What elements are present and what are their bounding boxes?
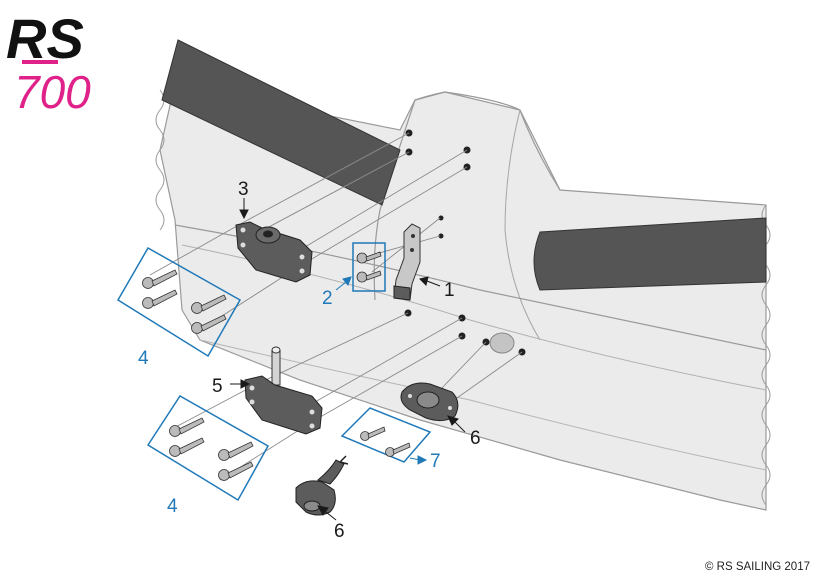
logo-model-text: 700 [14,66,91,118]
deck-edge [373,99,416,301]
callout-part-2: 2 [322,288,333,309]
hull-body [159,69,767,511]
screw-set-4-lower-box [146,394,270,502]
callout-part-5: 5 [212,376,223,397]
callout-arrows-blue [335,276,428,465]
callout-part-4-lower: 4 [167,496,178,517]
wing-rail-right [533,217,767,291]
bent-strap-fitting [393,223,421,301]
drain-bung-housing [400,382,459,422]
deck-ridge [414,91,561,191]
logo-rs-text: RS [6,7,84,70]
screw-set-4-lower [146,394,270,502]
break-line-left [155,89,165,231]
callout-arrows [230,198,466,521]
callout-part-4-upper: 4 [138,348,149,369]
callout-part-6-plug: 6 [334,521,345,542]
upper-block-bracket [235,221,313,283]
callout-part-1: 1 [444,280,455,301]
screw-set-2 [352,242,386,292]
callout-part-3: 3 [238,179,249,200]
copyright-notice: © RS SAILING 2017 [705,561,810,573]
screw-set-7 [340,407,432,463]
hull-lower-line [199,339,767,471]
callout-part-6-housing: 6 [470,428,481,449]
deck-inner-line [504,109,541,341]
wing-rail-left [161,39,401,206]
drain-bung-plug [295,455,349,516]
rs700-logo: RS 700 [6,7,91,118]
lower-pin-bracket [244,346,323,435]
drain-hole [489,332,515,354]
callout-part-7: 7 [430,451,441,472]
screw-set-4-upper-box [116,246,242,358]
screw-set-2-box [352,242,386,292]
screw-set-7-box [340,407,432,463]
screw-set-4-upper [116,246,242,358]
